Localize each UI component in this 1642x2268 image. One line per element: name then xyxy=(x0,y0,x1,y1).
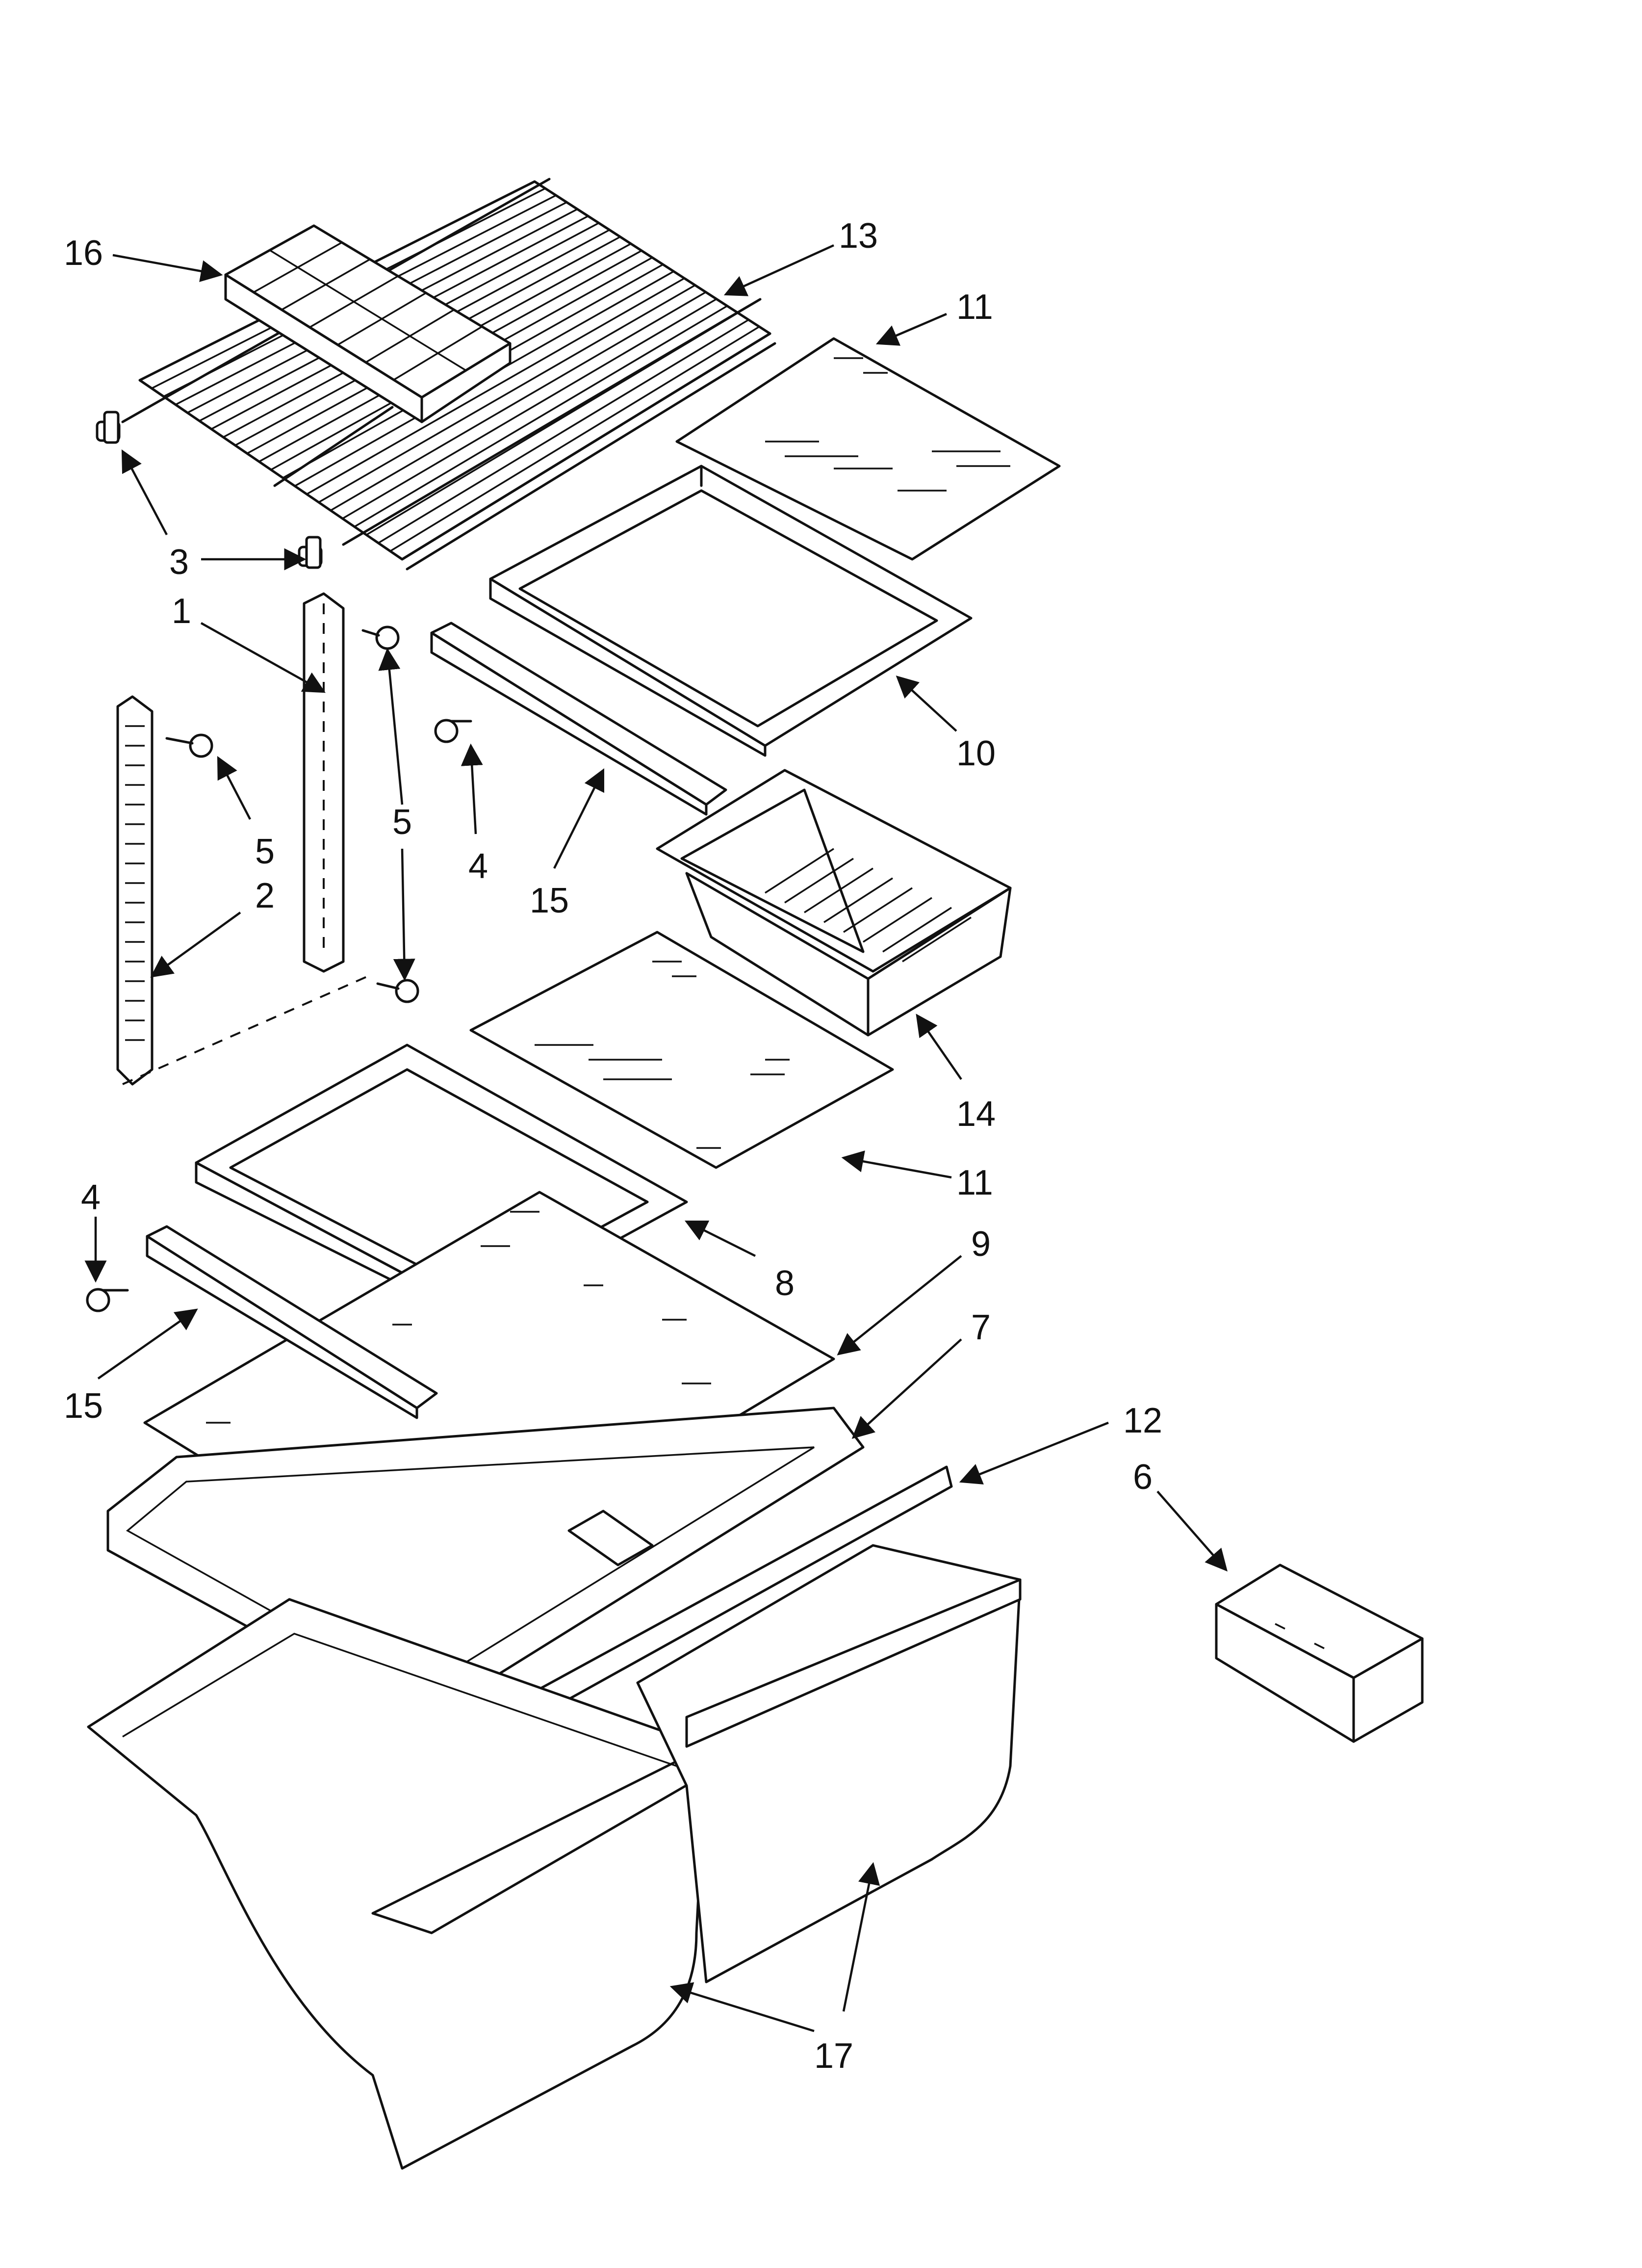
callout-11-lower: 11 xyxy=(956,1163,993,1202)
callout-1: 1 xyxy=(172,592,191,631)
small-crisper-pan xyxy=(656,769,1012,1037)
callout-15-lower: 15 xyxy=(64,1386,103,1426)
callout-13: 13 xyxy=(839,216,878,256)
shelf-pin-left xyxy=(96,411,121,444)
door-bin xyxy=(1215,1564,1424,1743)
crisper-drawer-left xyxy=(87,1598,713,2170)
screw-5b xyxy=(361,626,400,650)
glass-shelf-middle xyxy=(469,931,894,1169)
callout-11-upper: 11 xyxy=(956,287,993,327)
crisper-drawer-right xyxy=(636,1544,1022,1983)
callout-9: 9 xyxy=(971,1225,991,1264)
glass-shelf-middle-reflection xyxy=(535,961,790,1149)
ice-tray xyxy=(224,224,512,423)
callout-4-upper: 4 xyxy=(468,847,488,886)
shelf-ladder-center xyxy=(303,592,345,973)
callout-12: 12 xyxy=(1123,1401,1162,1440)
screw-5a xyxy=(165,733,213,758)
callout-15-upper: 15 xyxy=(530,881,569,920)
screw-4a xyxy=(434,719,472,743)
callout-16: 16 xyxy=(64,234,103,273)
callout-3: 3 xyxy=(169,543,189,582)
leader-lines xyxy=(84,244,1228,2033)
callout-5-left: 5 xyxy=(255,832,275,871)
shelf-bracket-lower xyxy=(146,1225,438,1419)
glass-shelf-upper xyxy=(675,337,1061,561)
shelf-bracket-upper xyxy=(430,622,727,816)
callout-6: 6 xyxy=(1133,1458,1153,1497)
shelf-pin-right xyxy=(298,536,323,569)
callout-4-lower: 4 xyxy=(81,1178,101,1217)
callout-5-right: 5 xyxy=(392,803,412,842)
callout-14: 14 xyxy=(956,1095,996,1134)
screw-4b xyxy=(86,1288,129,1312)
callout-17: 17 xyxy=(814,2036,853,2076)
callout-7: 7 xyxy=(971,1308,991,1347)
screw-5c xyxy=(376,979,419,1003)
callout-labels: 16 13 11 3 1 5 5 4 15 10 2 14 11 4 8 9 7… xyxy=(64,216,1162,2076)
callout-2: 2 xyxy=(255,876,275,915)
shelf-frame-upper xyxy=(489,465,973,757)
callout-10: 10 xyxy=(956,734,996,773)
callout-8: 8 xyxy=(775,1264,795,1303)
glass-shelf-upper-reflection xyxy=(765,357,1010,492)
shelf-ladder-left xyxy=(116,695,154,1086)
